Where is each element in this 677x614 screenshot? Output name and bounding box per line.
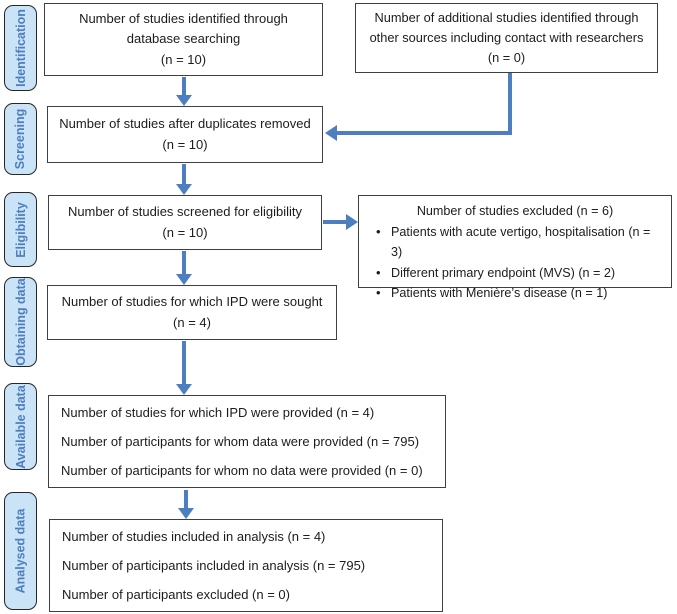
box-count: (n = 0) — [487, 50, 526, 65]
stage-label-text: Eligibility — [13, 201, 28, 258]
excluded-bullet: Patients with acute vertigo, hospitalisa… — [367, 222, 663, 263]
stage-label-text: Analysed data — [13, 508, 28, 594]
stage-label-eligibility: Eligibility — [4, 192, 37, 267]
box-text-line: other sources including contact with res… — [369, 30, 644, 45]
stage-label-text: Identification — [13, 9, 28, 87]
arrow-shaft — [182, 164, 186, 185]
arrow-head-left-icon — [325, 125, 337, 141]
box-text-line: Number of studies screened for eligibili… — [67, 204, 303, 219]
box-text-line: Number of participants included in analy… — [62, 558, 366, 573]
stage-label-identification: Identification — [4, 5, 37, 91]
box-excluded: Number of studies excluded (n = 6) Patie… — [358, 195, 672, 303]
excluded-bullet: Different primary endpoint (MVS) (n = 2) — [367, 263, 663, 284]
box-count: (n = 4) — [173, 314, 211, 330]
box-text-line: database searching — [126, 31, 241, 47]
arrow-head-down-icon — [176, 274, 192, 285]
arrow-shaft — [182, 77, 186, 96]
box-text-line: Number of studies included in analysis (… — [62, 529, 326, 544]
arrow-head-right-icon — [346, 214, 358, 230]
stage-label-text: Screening — [13, 108, 28, 170]
arrow-shaft — [323, 220, 347, 224]
box-analysed: Number of studies included in analysis (… — [49, 519, 443, 612]
arrow-shaft — [336, 131, 512, 135]
excluded-bullet: Patients with Menière’s disease (n = 1) — [367, 283, 663, 304]
box-text-line: Number of studies for which IPD were pro… — [61, 405, 375, 420]
arrow-shaft — [182, 341, 186, 385]
arrow-shaft — [184, 490, 188, 509]
box-text-line: Number of studies for which IPD were sou… — [61, 294, 323, 309]
stage-label-text: Obtaining data — [13, 278, 28, 366]
arrow-shaft — [182, 251, 186, 275]
box-ipd-provided: Number of studies for which IPD were pro… — [48, 395, 446, 488]
arrow-head-down-icon — [178, 508, 194, 519]
box-identified-database: Number of studies identified through dat… — [44, 3, 323, 76]
box-count: (n = 10) — [160, 51, 207, 67]
arrow-head-down-icon — [176, 95, 192, 106]
box-text-line: Number of studies after duplicates remov… — [59, 116, 311, 131]
stage-label-analysed-data: Analysed data — [4, 492, 37, 610]
stage-label-screening: Screening — [4, 103, 37, 175]
box-additional-sources: Number of additional studies identified … — [355, 3, 658, 73]
box-text-line: Number of additional studies identified … — [374, 10, 639, 25]
stage-label-available-data: Available data — [4, 383, 37, 470]
box-text-line: Number of participants for whom no data … — [61, 463, 423, 478]
box-count: (n = 10) — [162, 136, 208, 152]
stage-label-obtaining-data: Obtaining data — [4, 277, 37, 367]
box-text-line: Number of participants excluded (n = 0) — [62, 587, 290, 602]
stage-label-text: Available data — [13, 384, 28, 469]
box-duplicates-removed: Number of studies after duplicates remov… — [47, 106, 323, 163]
arrow-shaft — [508, 73, 512, 135]
box-text-line: Number of studies identified through — [79, 10, 288, 26]
box-text-line: Number of participants for whom data wer… — [61, 434, 420, 449]
box-count: (n = 10) — [162, 224, 208, 240]
box-ipd-sought: Number of studies for which IPD were sou… — [47, 285, 337, 340]
arrow-head-down-icon — [176, 184, 192, 195]
excluded-title: Number of studies excluded (n = 6) — [416, 204, 614, 218]
arrow-head-down-icon — [176, 384, 192, 395]
box-screened-eligibility: Number of studies screened for eligibili… — [48, 195, 322, 250]
